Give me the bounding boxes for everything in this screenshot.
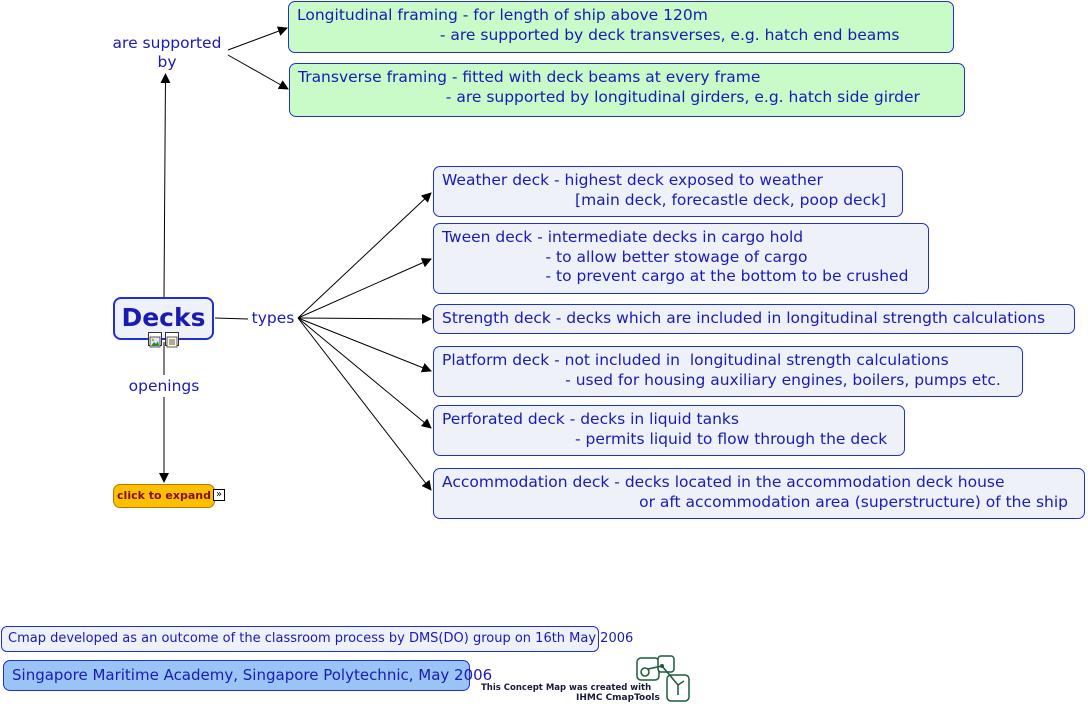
link-types-weather	[297, 192, 432, 319]
tween-deck-node[interactable]: Tween deck - intermediate decks in cargo…	[433, 223, 929, 294]
platform-deck-node[interactable]: Platform deck - not included in longitud…	[433, 346, 1023, 397]
root-title: Decks	[121, 303, 206, 332]
link-types-platform	[297, 317, 432, 373]
link-types-accommodation	[297, 317, 432, 491]
click-to-expand-button[interactable]: click to expand	[113, 484, 215, 508]
footer-org-label: Singapore Maritime Academy, Singapore Po…	[3, 660, 492, 691]
strength-deck-node[interactable]: Strength deck - decks which are included…	[433, 304, 1075, 334]
link-decks-types	[214, 317, 249, 320]
weather-deck-node[interactable]: Weather deck - highest deck exposed to w…	[433, 166, 903, 217]
longitudinal-framing-node[interactable]: Longitudinal framing - for length of shi…	[288, 1, 954, 53]
link-label-supported-by: are supported by	[108, 34, 226, 72]
cmaptools-name: IHMC CmapTools	[576, 693, 660, 703]
credit-line: This Concept Map was created with	[481, 683, 652, 693]
cmaptools-logo-icon	[636, 655, 690, 702]
link-types-strength	[297, 313, 432, 324]
link-label-openings: openings	[124, 377, 204, 396]
expand-arrow-icon[interactable]: »	[213, 489, 225, 501]
decks-root-node[interactable]: Decks	[113, 297, 214, 348]
link-label-types: types	[249, 309, 297, 328]
link-types-perforated	[297, 317, 432, 429]
link-types-tween	[297, 258, 432, 319]
footer-note: Cmap developed as an outcome of the clas…	[1, 626, 633, 652]
accommodation-deck-node[interactable]: Accommodation deck - decks located in th…	[433, 468, 1085, 519]
link-decks-supported	[160, 73, 171, 298]
link-supported-longitudinal	[227, 26, 288, 51]
notes-icon[interactable]	[165, 332, 179, 348]
link-supported-transverse	[227, 54, 289, 90]
perforated-deck-node[interactable]: Perforated deck - decks in liquid tanks …	[433, 405, 905, 456]
image-icon[interactable]	[148, 332, 162, 348]
transverse-framing-node[interactable]: Transverse framing - fitted with deck be…	[289, 63, 965, 117]
